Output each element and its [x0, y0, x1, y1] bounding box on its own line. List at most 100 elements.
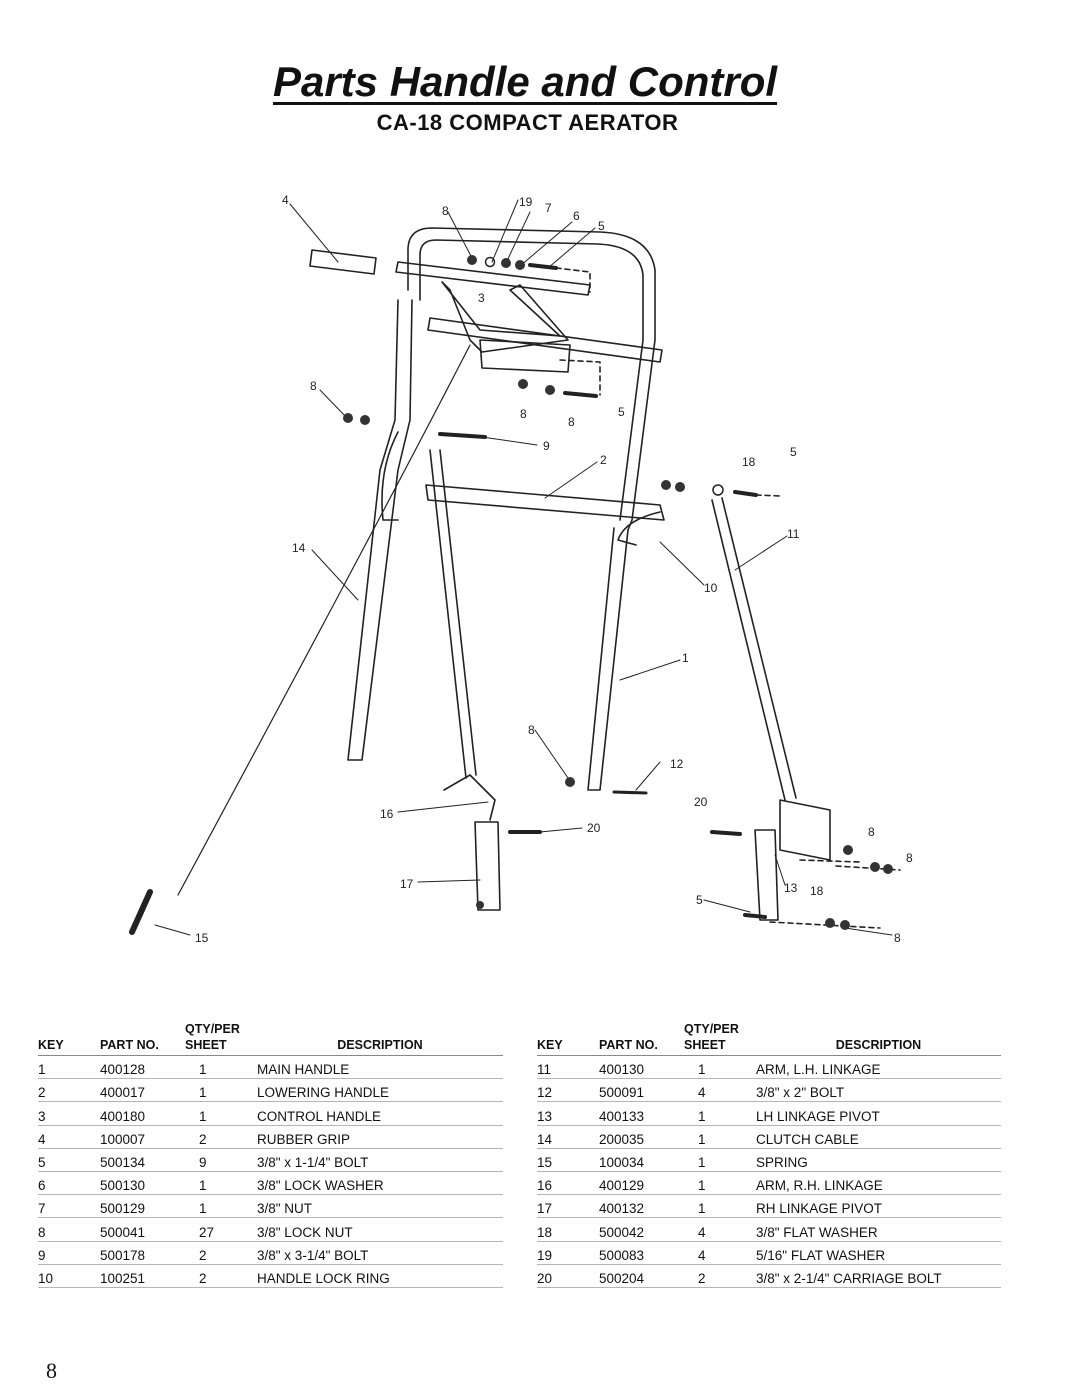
part-qty: 2: [185, 1264, 257, 1288]
key-header: KEY: [38, 1038, 100, 1056]
main-handle-frame: [407, 227, 656, 531]
part-number: 100007: [100, 1125, 185, 1149]
part-description: 5/16" FLAT WASHER: [756, 1241, 1001, 1265]
part-description: HANDLE LOCK RING: [257, 1264, 503, 1288]
description-header: DESCRIPTION: [257, 1038, 503, 1056]
part-qty: 1: [684, 1171, 756, 1196]
part-qty: 4: [684, 1241, 756, 1265]
part-qty: 2: [185, 1125, 257, 1149]
nut: [518, 379, 528, 389]
leader-line: [844, 927, 893, 936]
part-description: LH LINKAGE PIVOT: [756, 1101, 1001, 1126]
lh-linkage-arm: [711, 499, 786, 801]
nut: [843, 845, 853, 855]
part-qty: 1: [185, 1055, 257, 1080]
nut: [360, 415, 370, 425]
part-qty: 4: [684, 1078, 756, 1103]
part-number: 500178: [100, 1241, 185, 1265]
callout: 8: [868, 825, 875, 839]
callout: 5: [790, 445, 797, 459]
part-description: 3/8" x 1-1/4" BOLT: [257, 1148, 503, 1172]
part-qty: 9: [185, 1148, 257, 1172]
part-description: SPRING: [756, 1148, 1001, 1172]
lh-pivot: [779, 799, 831, 861]
callout: 20: [587, 821, 601, 835]
part-qty: 1: [185, 1078, 257, 1103]
part-number: 200035: [599, 1125, 684, 1149]
main-handle-frame-inner: [419, 239, 644, 521]
nut: [883, 864, 893, 874]
callout: 19: [519, 195, 533, 209]
rh-linkage-pivot: [443, 774, 496, 821]
part-number: 400130: [599, 1055, 684, 1080]
bolt: [563, 391, 598, 398]
part-key: 18: [537, 1217, 599, 1242]
callout: 18: [742, 455, 756, 469]
part-key: 1: [38, 1055, 100, 1080]
callout: 2: [600, 453, 607, 467]
part-description: 3/8" x 2-1/4" CARRIAGE BOLT: [756, 1264, 1001, 1288]
leader-line: [619, 659, 681, 681]
callout: 8: [906, 851, 913, 865]
callout-labels: 4 19 7 6 5 8 3 8 8 8 5 9 2 18 5 11 14 10…: [195, 193, 913, 945]
rubber-grip: [309, 249, 377, 275]
part-qty: 1: [684, 1194, 756, 1219]
part-number: 400133: [599, 1101, 684, 1126]
part-key: 20: [537, 1264, 599, 1288]
rh-linkage-plate: [474, 821, 501, 911]
part-key: 17: [537, 1194, 599, 1219]
part-description: MAIN HANDLE: [257, 1055, 503, 1080]
assembly-line: [555, 267, 591, 293]
callout: 8: [442, 204, 449, 218]
part-key: 8: [38, 1217, 100, 1242]
nut: [467, 255, 477, 265]
nut: [545, 385, 555, 395]
part-key: 16: [537, 1171, 599, 1196]
right-leg: [587, 527, 629, 791]
nut: [501, 258, 511, 268]
control-handle: [441, 281, 569, 353]
parts-table-right: QTY/PER KEY PART NO. SHEET DESCRIPTION 1…: [537, 1022, 1001, 1288]
part-description: RH LINKAGE PIVOT: [756, 1194, 1001, 1219]
part-description: 3/8" x 3-1/4" BOLT: [257, 1241, 503, 1265]
page-subtitle: CA-18 COMPACT AERATOR: [376, 110, 679, 135]
qty-header-bottom: SHEET: [185, 1038, 257, 1056]
grip-bar: [395, 261, 591, 296]
callout: 8: [894, 931, 901, 945]
callout: 18: [810, 884, 824, 898]
part-number: 500134: [100, 1148, 185, 1172]
part-qty: 27: [185, 1217, 257, 1242]
callout: 8: [528, 723, 535, 737]
leader-line: [734, 535, 788, 571]
part-key: 2: [38, 1078, 100, 1103]
qty-header-top: QTY/PER: [185, 1022, 240, 1036]
part-number: 500091: [599, 1078, 684, 1103]
part-description: CONTROL HANDLE: [257, 1101, 503, 1126]
page-number: 8: [46, 1358, 57, 1383]
part-description: CLUTCH CABLE: [756, 1125, 1001, 1149]
callout: 1: [682, 651, 689, 665]
callout: 14: [292, 541, 306, 555]
nut: [476, 901, 484, 909]
part-qty: 2: [185, 1241, 257, 1265]
callout: 8: [568, 415, 575, 429]
callout: 9: [543, 439, 550, 453]
part-qty: 1: [185, 1194, 257, 1219]
nut: [825, 918, 835, 928]
leader-line: [397, 801, 489, 813]
part-number: 500041: [100, 1217, 185, 1242]
nut: [870, 862, 880, 872]
callout: 8: [310, 379, 317, 393]
callout: 4: [282, 193, 289, 207]
bolt: [743, 913, 767, 919]
